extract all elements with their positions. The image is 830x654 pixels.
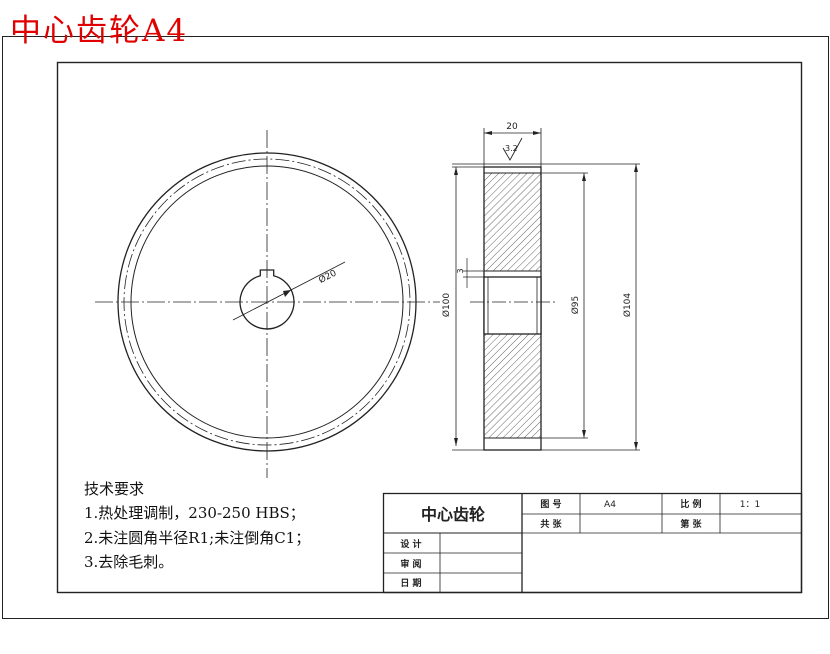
- tech-requirement-line: 2.未注圆角半径R1;未注倒角C1；: [84, 529, 311, 547]
- roughness-text: 3.2: [505, 144, 518, 153]
- tb-total-sheets-label: 共 张: [540, 518, 562, 530]
- d95-dim-text: Ø95: [570, 296, 581, 315]
- front-view: Ø20: [95, 130, 440, 478]
- d104-arrow-bottom: [634, 442, 638, 450]
- tb-date-label: 日 期: [400, 577, 421, 589]
- tb-scale-label: 比 例: [680, 498, 701, 510]
- tb-design-label: 设 计: [400, 538, 421, 550]
- hatch-lower: [484, 334, 541, 438]
- bore-dim-text: Ø20: [317, 268, 339, 286]
- tb-drawing-no: A4: [604, 500, 616, 510]
- d104-arrow-top: [634, 164, 638, 172]
- width-arrow-left: [484, 131, 492, 135]
- drawing-title: 中心齿轮A4: [10, 13, 189, 49]
- d104-dim-text: Ø104: [622, 293, 633, 318]
- hatch-upper: [484, 173, 541, 271]
- tech-requirement-line: 1.热处理调制，230-250 HBS；: [84, 504, 305, 522]
- bore-keyway-outline: [239, 269, 295, 330]
- root-circle: [130, 165, 404, 439]
- tb-scale: 1：1: [740, 500, 760, 510]
- outer-frame: [2, 36, 829, 619]
- d95-arrow-bottom: [582, 430, 586, 438]
- bore-section: [483, 276, 542, 335]
- width-dim-text: 20: [506, 122, 518, 132]
- width-arrow-right: [533, 131, 541, 135]
- tb-review-label: 审 阅: [400, 558, 421, 570]
- pitch-circle: [123, 158, 411, 446]
- tb-sheet-label: 第 张: [680, 518, 702, 530]
- tech-requirements-heading: 技术要求: [84, 480, 145, 498]
- d95-arrow-top: [582, 173, 586, 181]
- tb-drawing-no-label: 图 号: [540, 499, 561, 510]
- d100-arrow-bottom: [454, 438, 458, 446]
- bore-dim-arrow: [283, 290, 291, 297]
- tb-part-name: 中心齿轮: [421, 505, 485, 524]
- title-block: 中心齿轮 图 号 A4 比 例 1：1 共 张 第 张 设 计 审 阅 日 期: [382, 492, 803, 594]
- d100-arrow-top: [454, 167, 458, 175]
- d100-dim-text: Ø100: [441, 293, 452, 318]
- roughness-symbol: [502, 137, 523, 161]
- small-dim-text: 3: [456, 268, 465, 273]
- section-view: 20 3.2 Ø100 Ø95 Ø104 3: [441, 122, 640, 451]
- tip-circle: [117, 152, 417, 452]
- tech-requirement-line: 3.去除毛刺。: [84, 553, 174, 571]
